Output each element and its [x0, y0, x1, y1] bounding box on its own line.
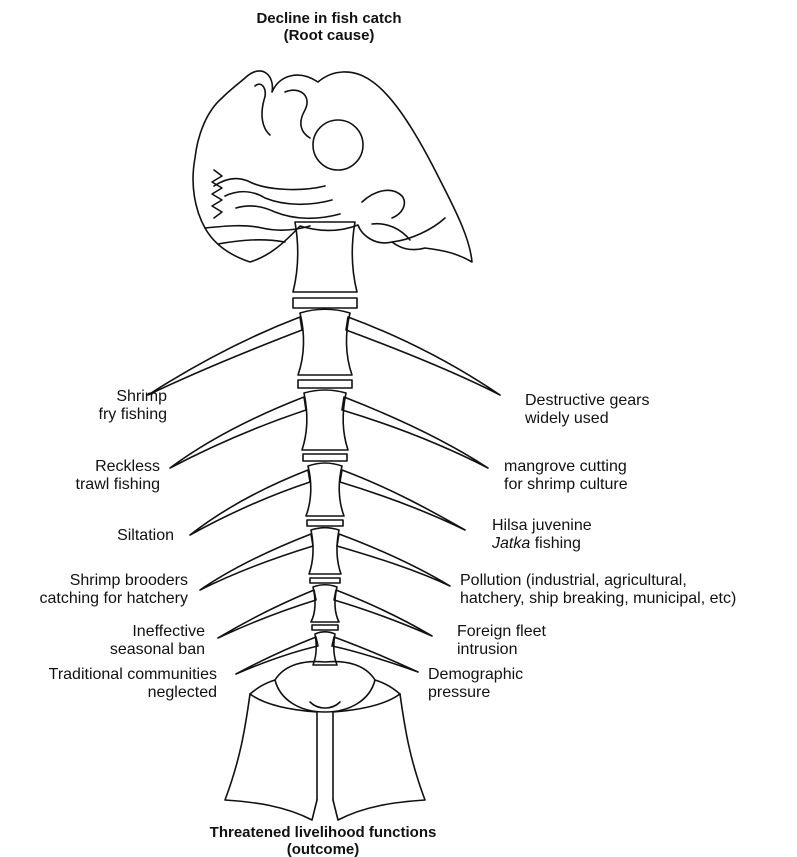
cause-line-2: neglected [49, 684, 217, 702]
cause-line-2: pressure [428, 684, 523, 702]
cause-line-1: Shrimp [99, 388, 167, 406]
jatka-rest: fishing [530, 535, 581, 552]
fish-skull [193, 71, 472, 262]
left-cause-1: Shrimp fry fishing [99, 388, 167, 424]
right-cause-4: Pollution (industrial, agricultural, hat… [460, 572, 736, 608]
cause-line-2: seasonal ban [110, 641, 205, 659]
left-cause-3: Siltation [117, 527, 174, 545]
root-cause-title: Decline in fish catch (Root cause) [199, 10, 459, 44]
cause-line-1: Shrimp brooders [39, 572, 188, 590]
left-cause-4: Shrimp brooders catching for hatchery [39, 572, 188, 608]
outcome-title: Threatened livelihood functions (outcome… [173, 824, 473, 857]
vertebrae [293, 222, 357, 665]
cause-line-2: fry fishing [99, 406, 167, 424]
cause-line-1: Demographic [428, 666, 523, 684]
outcome-line-2: (outcome) [173, 841, 473, 857]
cause-line-2: widely used [525, 410, 650, 428]
ribs [148, 317, 500, 674]
left-cause-2: Reckless trawl fishing [76, 458, 160, 494]
cause-line-2: intrusion [457, 641, 546, 659]
outcome-line-1: Threatened livelihood functions [173, 824, 473, 841]
left-cause-5: Ineffective seasonal ban [110, 623, 205, 659]
cause-line-1: Traditional communities [49, 666, 217, 684]
cause-line-1: Siltation [117, 527, 174, 545]
right-cause-1: Destructive gears widely used [525, 392, 650, 428]
right-cause-5: Foreign fleet intrusion [457, 623, 546, 659]
jatka-italic: Jatka [492, 535, 530, 552]
cause-line-2: for shrimp culture [504, 476, 628, 494]
left-cause-6: Traditional communities neglected [49, 666, 217, 702]
cause-line-2: Jatka fishing [492, 535, 592, 553]
cause-line-1: mangrove cutting [504, 458, 628, 476]
cause-line-1: Pollution (industrial, agricultural, [460, 572, 736, 590]
cause-line-2: hatchery, ship breaking, municipal, etc) [460, 590, 736, 608]
right-cause-3: Hilsa juvenine Jatka fishing [492, 517, 592, 553]
cause-line-2: trawl fishing [76, 476, 160, 494]
cause-line-2: catching for hatchery [39, 590, 188, 608]
cause-line-1: Ineffective [110, 623, 205, 641]
right-cause-2: mangrove cutting for shrimp culture [504, 458, 628, 494]
title-line-2: (Root cause) [199, 27, 459, 44]
cause-line-1: Foreign fleet [457, 623, 546, 641]
title-line-1: Decline in fish catch [199, 10, 459, 27]
cause-line-1: Reckless [76, 458, 160, 476]
right-cause-6: Demographic pressure [428, 666, 523, 702]
cause-line-1: Destructive gears [525, 392, 650, 410]
cause-line-1: Hilsa juvenine [492, 517, 592, 535]
fish-tail [225, 662, 425, 820]
